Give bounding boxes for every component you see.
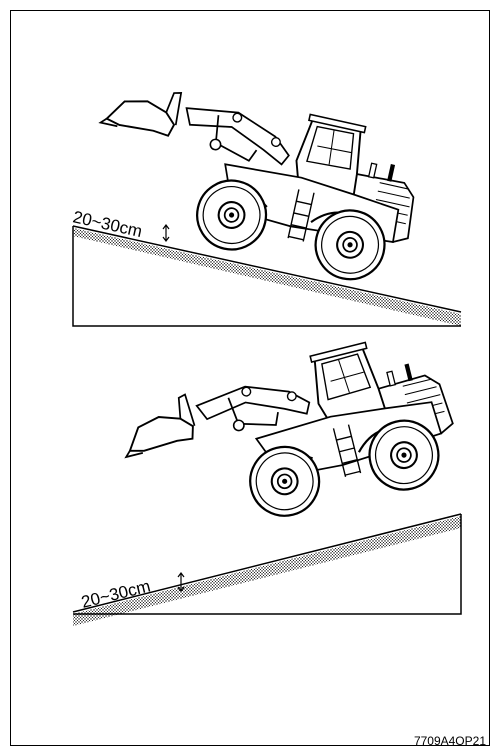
figure-uphill: 20~30cm <box>72 325 467 626</box>
uphill-frame <box>73 514 462 615</box>
clearance-arrow-uphill <box>177 572 185 592</box>
wheel-loader-uphill <box>112 325 467 555</box>
downhill-frame <box>72 226 461 327</box>
clearance-arrow-downhill <box>162 224 170 242</box>
uphill-slope-line <box>72 513 462 613</box>
downhill-slope-hatch <box>73 228 461 326</box>
uphill-slope-hatch <box>73 516 461 626</box>
figure-downhill: 20~30cm <box>71 69 462 327</box>
downhill-slope-line <box>72 225 462 313</box>
wheel-loader-downhill <box>77 69 431 292</box>
document-code: 7709A4OP21 <box>413 734 486 748</box>
page-border <box>10 10 490 746</box>
